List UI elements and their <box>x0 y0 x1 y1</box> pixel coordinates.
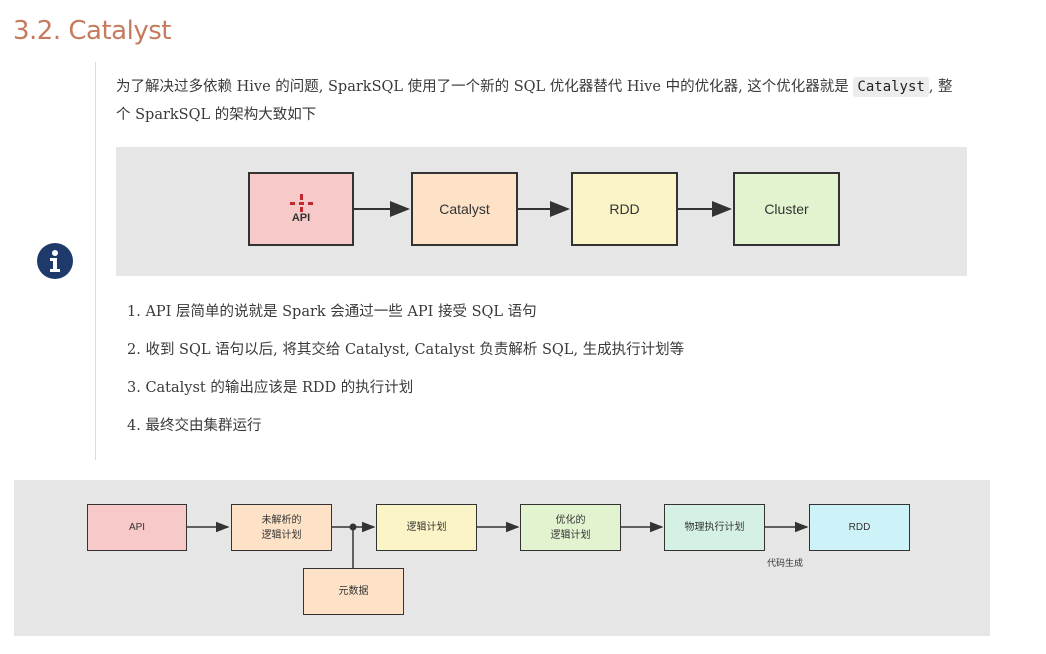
list-item: 2. 收到 SQL 语句以后, 将其交给 Catalyst, Catalyst … <box>127 342 685 358</box>
info-icon <box>37 243 73 279</box>
logical-plan-box: 逻辑计划 <box>376 504 477 551</box>
api-box: API <box>87 504 187 551</box>
physical-plan-box: 物理执行计划 <box>664 504 765 551</box>
rdd-box: RDD <box>571 172 678 246</box>
api-box: API <box>248 172 354 246</box>
steps-list: 1. API 层简单的说就是 Spark 会通过一些 API 接受 SQL 语句… <box>127 298 684 450</box>
metadata-box: 元数据 <box>303 568 404 615</box>
section-title: 3.2. Catalyst <box>13 16 171 46</box>
cluster-box: Cluster <box>733 172 840 246</box>
list-item: 3. Catalyst 的输出应该是 RDD 的执行计划 <box>127 380 414 396</box>
codegen-label: 代码生成 <box>767 558 804 568</box>
api-glyph-icon <box>288 194 314 212</box>
intro-paragraph: 为了解决过多依赖 Hive 的问题, SparkSQL 使用了一个新的 SQL … <box>116 73 966 129</box>
list-item: 4. 最终交由集群运行 <box>127 418 262 434</box>
unresolved-plan-label: 未解析的 逻辑计划 <box>261 514 302 541</box>
catalyst-box: Catalyst <box>411 172 518 246</box>
unresolved-logical-plan-box: 未解析的 逻辑计划 <box>231 504 332 551</box>
rdd-box: RDD <box>809 504 910 551</box>
catalyst-pipeline-diagram: API 未解析的 逻辑计划 逻辑计划 优化的 逻辑计划 物理执行计划 RDD 元… <box>14 480 990 636</box>
intro-text-1: 为了解决过多依赖 Hive 的问题, SparkSQL 使用了一个新的 SQL … <box>116 79 849 95</box>
optimized-plan-label: 优化的 逻辑计划 <box>550 514 591 541</box>
pipeline-arrows <box>187 521 809 568</box>
list-item: 1. API 层简单的说就是 Spark 会通过一些 API 接受 SQL 语句 <box>127 304 537 320</box>
api-box-label: API <box>291 212 311 224</box>
architecture-arrows <box>354 201 732 217</box>
info-callout-bar <box>95 62 96 460</box>
architecture-diagram: API Catalyst RDD Cluster <box>116 147 967 276</box>
optimized-logical-plan-box: 优化的 逻辑计划 <box>520 504 621 551</box>
intro-text-2: , 整个 SparkSQL 的架构大致如下 <box>116 79 953 123</box>
catalyst-code: Catalyst <box>853 77 929 97</box>
